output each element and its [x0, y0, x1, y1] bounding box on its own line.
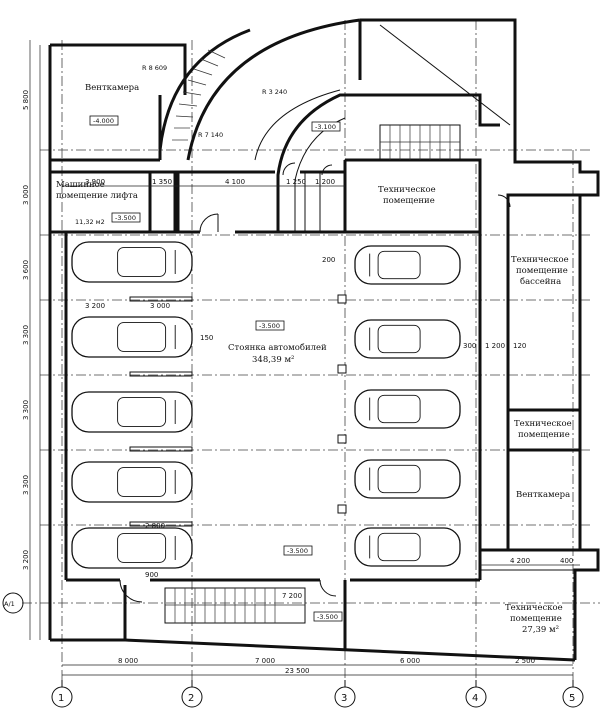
dim-v-3000: 3 000 — [22, 185, 30, 205]
car — [354, 389, 461, 429]
wheel-stops — [129, 296, 193, 527]
dim-1200a: 1 200 — [315, 178, 335, 186]
room-parking-2: 348,39 м² — [252, 355, 294, 365]
dim-v-5800: 5 800 — [22, 90, 30, 110]
dim-v-3300b: 3 300 — [22, 400, 30, 420]
car — [354, 459, 461, 499]
level-mark-6: -3.500 — [317, 613, 338, 621]
stair-hatch — [165, 125, 460, 623]
car — [354, 527, 461, 567]
dim-400: 400 — [560, 557, 573, 565]
room-tech-mid-2: помещение — [518, 430, 570, 440]
cars-right — [354, 245, 461, 567]
dim-1250: 1 250 — [286, 178, 306, 186]
room-ventkamera-top: Венткамера — [85, 83, 139, 93]
level-marks: -4.000 -3.500 -3.100 -3.500 -3.500 -3.50… — [89, 115, 343, 622]
outer-walls — [48, 18, 600, 662]
dim-span3: 6 000 — [400, 657, 420, 665]
dim-300: 300 — [463, 342, 476, 350]
axis-label-2: 2 — [188, 693, 194, 704]
radius-r1: R 8 609 — [142, 64, 167, 72]
level-mark-5: -3.500 — [287, 547, 308, 555]
dim-v-3200: 3 200 — [22, 550, 30, 570]
dimension-lines — [29, 40, 580, 676]
dim-200: 200 — [322, 256, 335, 264]
dim-total: 23 500 — [285, 667, 310, 675]
dim-900: 900 — [145, 571, 158, 579]
dim-span1: 8 000 — [118, 657, 138, 665]
cars-left — [71, 241, 193, 569]
room-tech-top-2: помещение — [383, 196, 435, 206]
radius-r3: R 3 240 — [262, 88, 287, 96]
columns — [337, 294, 347, 514]
dim-7200: 7 200 — [282, 592, 302, 600]
car — [71, 391, 193, 433]
level-mark-2: -3.500 — [115, 214, 136, 222]
dim-3900: 3 900 — [85, 178, 105, 186]
dim-150: 150 — [200, 334, 213, 342]
car — [71, 527, 193, 569]
room-tech-bottom-1: Техническое — [505, 603, 563, 613]
car — [354, 245, 461, 285]
room-tech-mid-1: Техническое — [514, 419, 572, 429]
room-machine-1: Машинное — [56, 180, 105, 190]
axis-label-1: 1 — [58, 693, 64, 704]
dim-v-3600: 3 600 — [22, 260, 30, 280]
dim-4100: 4 100 — [225, 178, 245, 186]
radius-r2: R 7 140 — [198, 131, 223, 139]
axis-markers — [2, 592, 584, 708]
level-mark-1: -4.000 — [93, 117, 114, 125]
car — [71, 241, 193, 283]
curved-ramp — [158, 18, 500, 232]
axis-label-3: 3 — [341, 693, 347, 704]
room-machine-2: помещение лифта — [56, 191, 138, 201]
dim-v-3300a: 3 300 — [22, 325, 30, 345]
axis-label-5: 5 — [569, 693, 575, 704]
car — [71, 316, 193, 358]
dim-2800: 2 800 — [145, 522, 165, 530]
room-tech-bottom-2: помещение — [510, 614, 562, 624]
level-mark-4: -3.500 — [259, 322, 280, 330]
dim-v-3300c: 3 300 — [22, 475, 30, 495]
dim-span4: 2 500 — [515, 657, 535, 665]
doors — [119, 162, 511, 603]
car — [354, 319, 461, 359]
room-pool-3: бассейна — [520, 276, 561, 287]
dim-span2: 7 000 — [255, 657, 275, 665]
room-tech-bottom-3: 27,39 м² — [522, 625, 559, 635]
level-mark-3: -3.100 — [315, 123, 336, 131]
axis-label-row-a1: А/1 — [4, 600, 15, 608]
dim-120: 120 — [513, 342, 526, 350]
dim-4200: 4 200 — [510, 557, 530, 565]
dim-1350: 1 350 — [152, 178, 172, 186]
dim-3000: 3 000 — [150, 302, 170, 310]
room-ventkamera-right: Венткамера — [516, 490, 570, 500]
dim-1200b: 1 200 — [485, 342, 505, 350]
axis-label-4: 4 — [472, 693, 478, 704]
car — [71, 461, 193, 503]
room-parking-1: Стоянка автомобилей — [228, 342, 327, 353]
room-pool-2: помещение — [516, 266, 568, 276]
room-machine-area: 11,32 м2 — [75, 218, 105, 226]
dim-3200: 3 200 — [85, 302, 105, 310]
room-pool-1: Техническое — [511, 255, 569, 265]
axis-lines — [22, 20, 600, 680]
room-tech-top-1: Техническое — [378, 185, 436, 195]
